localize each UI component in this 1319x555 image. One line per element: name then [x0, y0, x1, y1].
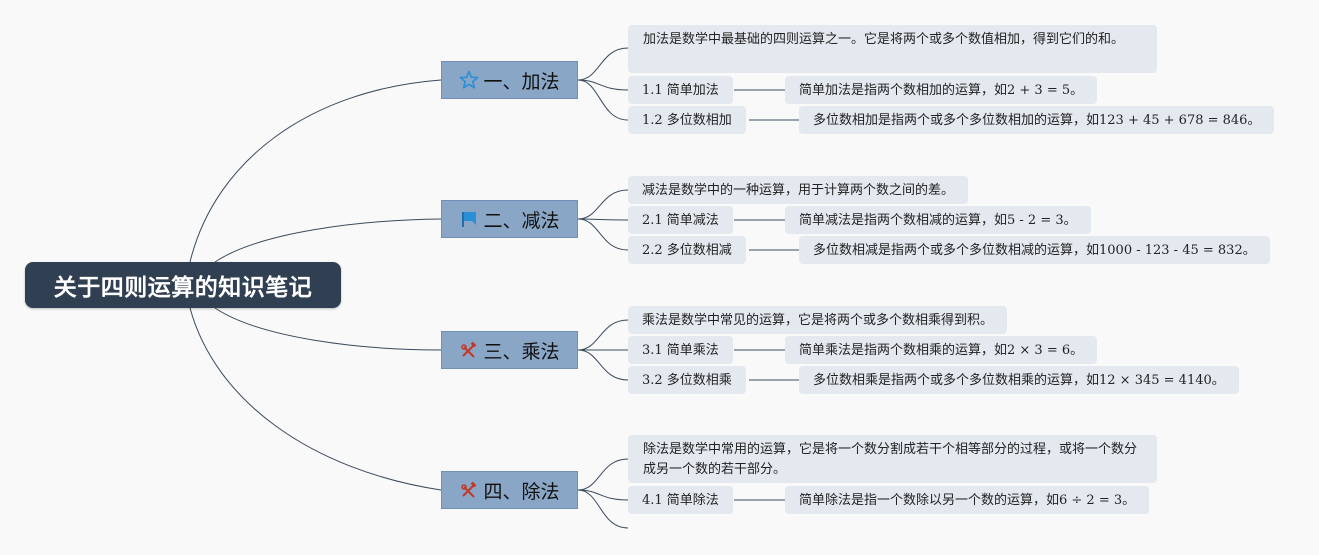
topic-subtraction-summary[interactable]: 减法是数学中的一种运算，用于计算两个数之间的差。: [628, 176, 969, 204]
topic-addition-summary[interactable]: 加法是数学中最基础的四则运算之一。它是将两个或多个数值相加，得到它们的和。: [628, 25, 1157, 73]
topic-title: 一、加法: [483, 70, 560, 93]
star-icon: [459, 70, 479, 90]
link-root-topic-4: [189, 307, 442, 491]
detail-simple-subtraction[interactable]: 简单减法是指两个数相减的运算，如5 - 2 = 3。: [785, 206, 1091, 234]
detail-multi-digit-subtraction[interactable]: 多位数相减是指两个或多个多位数相减的运算，如1000 - 123 - 45 = …: [799, 236, 1270, 264]
subtopic-multi-digit-subtraction[interactable]: 2.2 多位数相减: [628, 236, 746, 264]
detail-multi-digit-multiplication[interactable]: 多位数相乘是指两个或多个多位数相乘的运算，如12 × 345 = 4140。: [799, 366, 1239, 394]
topic-addition[interactable]: 一、加法: [441, 61, 578, 99]
detail-simple-division[interactable]: 简单除法是指一个数除以另一个数的运算，如6 ÷ 2 = 3。: [785, 486, 1150, 514]
link-root-topic-2: [214, 218, 442, 263]
tools-icon: [459, 480, 479, 500]
link-root-topic-1: [189, 79, 442, 263]
subtopic-simple-division[interactable]: 4.1 简单除法: [628, 486, 733, 514]
topic-title: 四、除法: [483, 480, 560, 503]
topic-division[interactable]: 四、除法: [441, 471, 578, 509]
subtopic-multi-digit-multiplication[interactable]: 3.2 多位数相乘: [628, 366, 746, 394]
root-topic[interactable]: 关于四则运算的知识笔记: [25, 262, 341, 308]
topic-multiplication-summary[interactable]: 乘法是数学中常见的运算，它是将两个或多个数相乘得到积。: [628, 306, 1008, 334]
subtopic-multi-digit-addition[interactable]: 1.2 多位数相加: [628, 106, 746, 134]
topic-multiplication[interactable]: 三、乘法: [441, 331, 578, 369]
subtopic-simple-multiplication[interactable]: 3.1 简单乘法: [628, 336, 733, 364]
tools-icon: [459, 340, 479, 360]
subtopic-simple-addition[interactable]: 1.1 简单加法: [628, 76, 733, 104]
detail-simple-multiplication[interactable]: 简单乘法是指两个数相乘的运算，如2 × 3 = 6。: [785, 336, 1098, 364]
detail-multi-digit-addition[interactable]: 多位数相加是指两个或多个多位数相加的运算，如123 + 45 + 678 = 8…: [799, 106, 1275, 134]
topic-title: 三、乘法: [483, 340, 560, 363]
link-root-topic-3: [214, 307, 442, 351]
topic-division-summary[interactable]: 除法是数学中常用的运算，它是将一个数分割成若干个相等部分的过程，或将一个数分成另…: [628, 435, 1157, 483]
topic-subtraction[interactable]: 二、减法: [441, 200, 578, 238]
root-title: 关于四则运算的知识笔记: [53, 275, 313, 301]
detail-simple-addition[interactable]: 简单加法是指两个数相加的运算，如2 + 3 = 5。: [785, 76, 1098, 104]
subtopic-simple-subtraction[interactable]: 2.1 简单减法: [628, 206, 733, 234]
flag-icon: [459, 209, 479, 229]
topic-title: 二、减法: [483, 209, 560, 232]
